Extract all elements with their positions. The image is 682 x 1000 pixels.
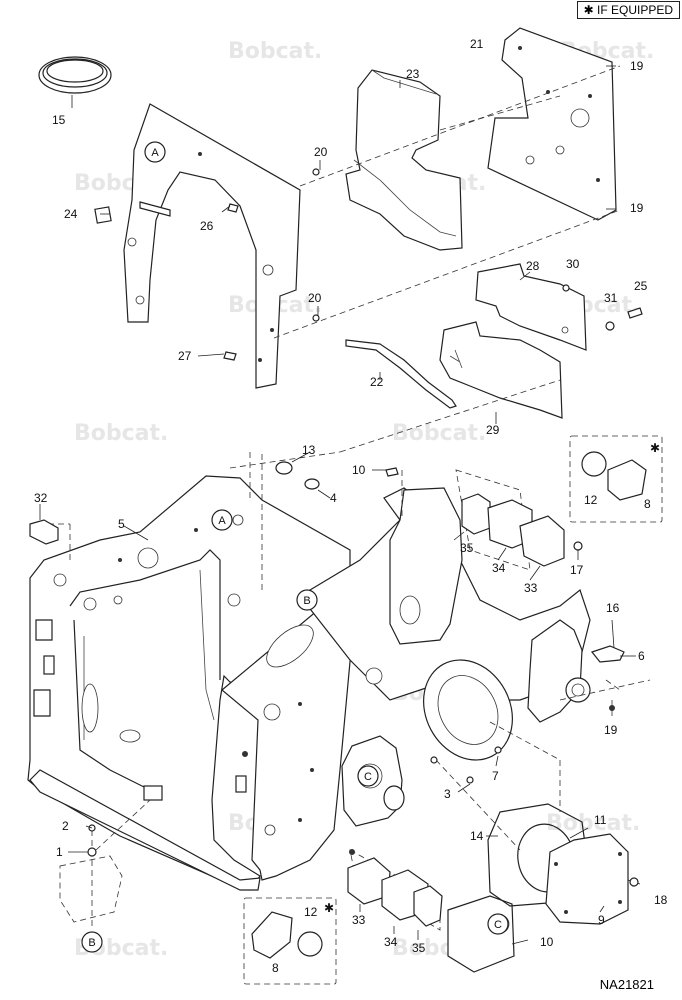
drawing-id: NA21821: [599, 977, 654, 992]
svg-text:B: B: [303, 595, 310, 607]
leader-lines: [39, 80, 636, 940]
optional-kit-box-right: [569, 435, 663, 523]
callout-35: 35: [412, 941, 426, 955]
if-equipped-legend: ✱ IF EQUIPPED: [576, 1, 680, 19]
star-icon: ✱: [324, 901, 334, 915]
callout-8: 8: [272, 961, 279, 975]
callout-17: 17: [570, 563, 584, 577]
callout-20: 20: [308, 291, 322, 305]
callout-20: 20: [314, 145, 328, 159]
bracket-part-6: [590, 619, 625, 711]
watermark: Bobcat.: [228, 39, 322, 64]
rear-panel-part-21: [487, 27, 617, 221]
callout-8: 8: [644, 497, 651, 511]
svg-text:A: A: [218, 515, 226, 527]
ref-marker-c: C: [487, 913, 509, 935]
rops-side-frame-upper: [94, 103, 301, 389]
svg-text:B: B: [88, 937, 95, 949]
callout-32: 32: [34, 491, 48, 505]
cover-panel-part-23: [345, 69, 463, 251]
callout-31: 31: [604, 291, 618, 305]
callout-11: 11: [594, 813, 607, 827]
callout-12: 12: [584, 493, 598, 507]
callout-21: 21: [470, 37, 484, 51]
ref-marker-a: A: [144, 141, 166, 163]
watermark: Bobcat.: [392, 421, 486, 446]
callout-26: 26: [200, 219, 214, 233]
callout-16: 16: [606, 601, 620, 615]
ref-marker-c: C: [357, 765, 379, 787]
callout-5: 5: [118, 517, 125, 531]
plate-part-29: [439, 321, 563, 419]
callout-29: 29: [486, 423, 500, 437]
callout-19: 19: [630, 201, 644, 215]
callout-33: 33: [352, 913, 366, 927]
callout-15: 15: [52, 113, 66, 127]
callout-34: 34: [492, 561, 506, 575]
callout-12: 12: [304, 905, 318, 919]
ref-marker-b: B: [296, 589, 318, 611]
star-icon: ✱: [583, 3, 594, 17]
plate-part-28: [475, 263, 587, 351]
callout-18: 18: [654, 893, 668, 907]
cover-group-lower: [347, 849, 443, 927]
callout-34: 34: [384, 935, 398, 949]
callout-3: 3: [444, 787, 451, 801]
callout-13: 13: [302, 443, 316, 457]
svg-text:A: A: [151, 147, 159, 159]
callout-24: 24: [64, 207, 78, 221]
callout-2: 2: [62, 819, 69, 833]
callout-labels: 15 21 19 23 20 19 24 26 28 30 25 20 31 2…: [34, 37, 668, 975]
callout-19: 19: [604, 723, 618, 737]
svg-text:C: C: [364, 771, 372, 783]
callout-30: 30: [566, 257, 580, 271]
callout-14: 14: [470, 829, 484, 843]
cover-plate-lower-center: [447, 895, 529, 973]
callout-1: 1: [56, 845, 63, 859]
svg-text:C: C: [494, 919, 502, 931]
strip-part-22: [345, 339, 457, 409]
watermark: Bobcat.: [74, 421, 168, 446]
cover-group-right: [461, 493, 583, 567]
callout-10: 10: [540, 935, 554, 949]
optional-kit-box-lower: [243, 897, 337, 985]
callout-23: 23: [406, 67, 420, 81]
hose-coil-part-15: [38, 56, 112, 108]
reference-markers: A A B B C C: [81, 141, 509, 953]
clip-part-32: [29, 519, 59, 545]
callout-7: 7: [492, 769, 499, 783]
callout-10: 10: [352, 463, 366, 477]
callout-27: 27: [178, 349, 192, 363]
callout-4: 4: [330, 491, 337, 505]
legend-text: IF EQUIPPED: [596, 3, 673, 17]
callout-6: 6: [638, 649, 645, 663]
callout-28: 28: [526, 259, 540, 273]
star-icon: ✱: [650, 441, 660, 455]
callout-19: 19: [630, 59, 644, 73]
assembly-lines-upper: [229, 65, 621, 469]
fasteners: [59, 168, 643, 923]
callout-25: 25: [634, 279, 648, 293]
main-frame-part-5: [27, 475, 591, 891]
callout-22: 22: [370, 375, 384, 389]
ref-marker-a: A: [211, 509, 233, 531]
motor-cover-group: [487, 803, 641, 925]
ref-marker-b: B: [81, 931, 103, 953]
callout-9: 9: [598, 913, 605, 927]
callout-35: 35: [460, 541, 474, 555]
callout-33: 33: [524, 581, 538, 595]
